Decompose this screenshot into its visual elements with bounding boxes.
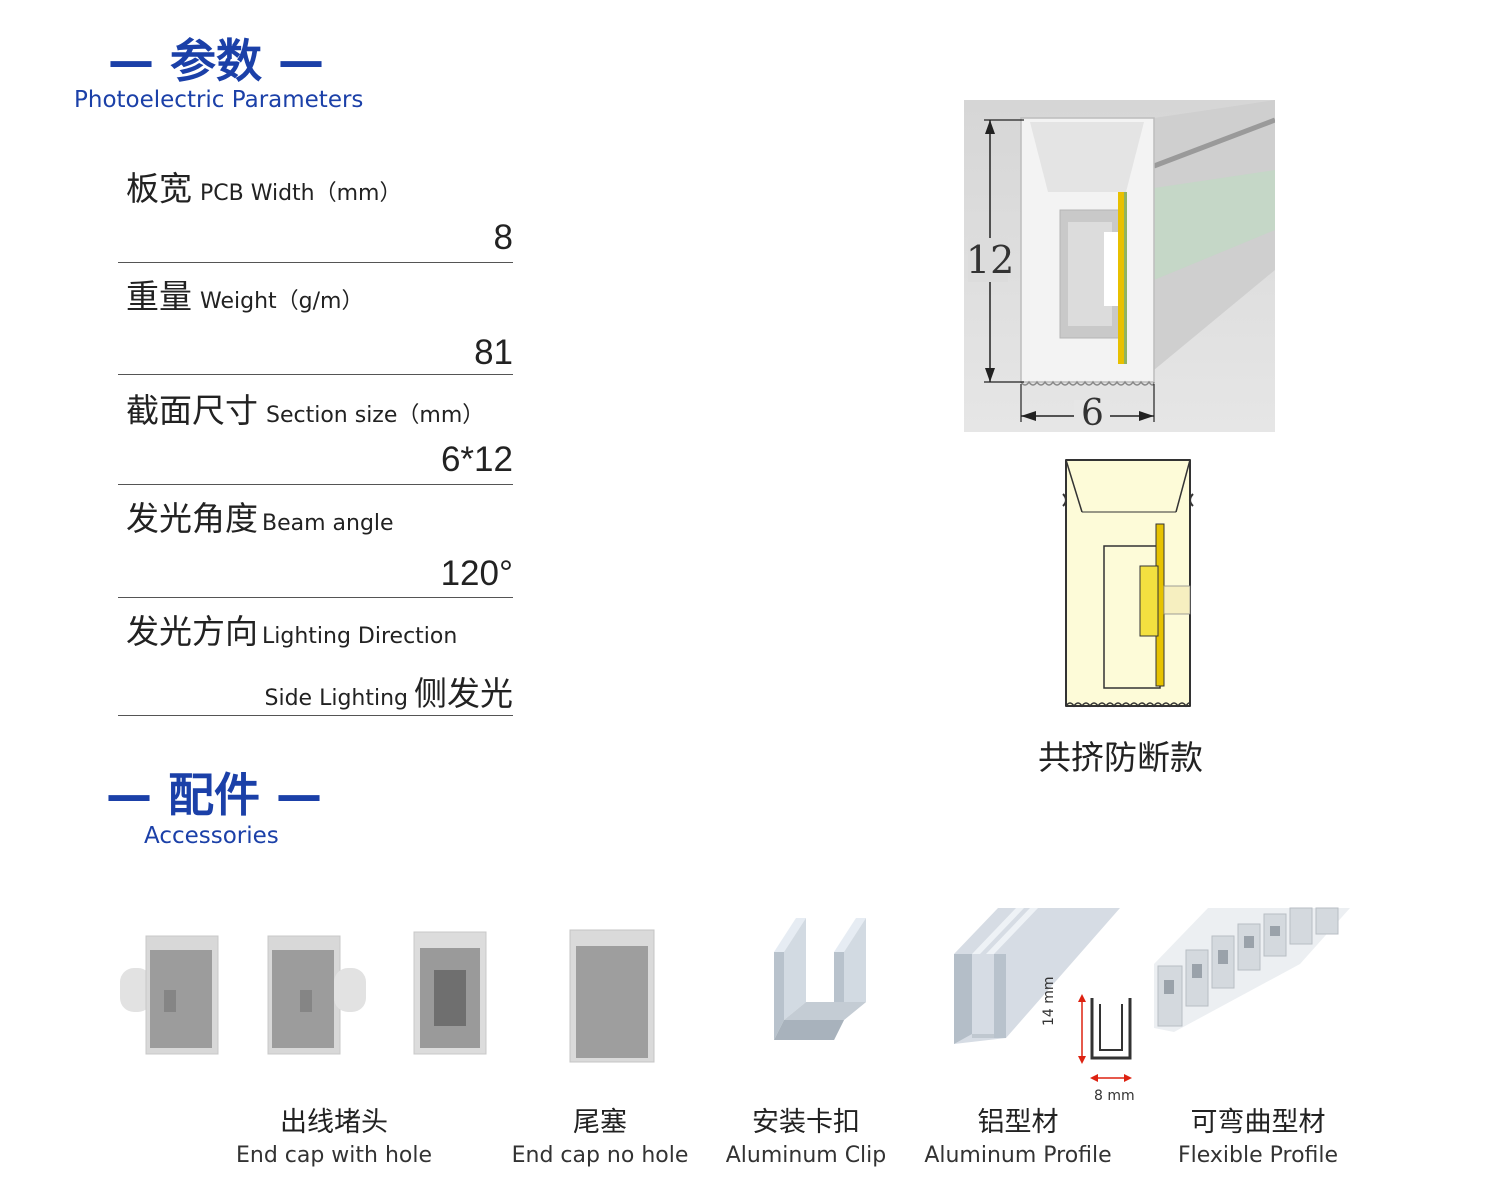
height-dimension-label: 12 bbox=[966, 238, 1015, 282]
accessory-label-en: End cap no hole bbox=[511, 1143, 689, 1168]
accessory-aluminum-profile: 铝型材 Aluminum Profile bbox=[908, 1100, 1128, 1168]
accessory-label-cn: 安装卡扣 bbox=[752, 1107, 860, 1138]
accessory-label-en: Aluminum Profile bbox=[924, 1143, 1112, 1168]
aluminum-profile-image bbox=[954, 908, 1132, 1082]
cross-section-diagram bbox=[1062, 459, 1194, 708]
profile-width-label: 8 mm bbox=[1094, 1088, 1135, 1104]
param-label-en: Beam angle bbox=[262, 511, 394, 536]
flexible-profile-image bbox=[1154, 907, 1350, 1032]
aluminum-clip-image bbox=[774, 918, 866, 1040]
param-value-cn: 侧发光 bbox=[414, 674, 513, 713]
accessory-end-cap-no-hole: 尾塞 End cap no hole bbox=[490, 1100, 710, 1168]
accessories-section-title: — 配件 — bbox=[106, 768, 323, 822]
accessory-label-en: End cap with hole bbox=[235, 1143, 433, 1168]
param-section-size: 截面尺寸 Section size（mm） 6*12 bbox=[118, 374, 513, 485]
param-label-cn: 发光角度 bbox=[126, 499, 258, 538]
accessory-label-cn: 出线堵头 bbox=[280, 1107, 388, 1138]
param-value: 8 bbox=[493, 218, 513, 257]
parameters-section-subtitle: Photoelectric Parameters bbox=[74, 87, 364, 113]
parameters-section-title: — 参数 — bbox=[108, 34, 325, 88]
profile-height-label: 14 mm bbox=[1041, 976, 1057, 1026]
param-label-en: PCB Width（mm） bbox=[200, 181, 402, 206]
accessory-label-cn: 铝型材 bbox=[977, 1107, 1059, 1138]
param-value: 81 bbox=[474, 333, 513, 372]
param-label-cn: 板宽 bbox=[126, 169, 192, 208]
end-cap-no-hole-image bbox=[569, 929, 655, 1063]
param-pcb-width: 板宽 PCB Width（mm） 8 bbox=[118, 150, 513, 263]
accessory-label-cn: 尾塞 bbox=[573, 1107, 627, 1138]
param-value: 120° bbox=[440, 554, 513, 593]
param-label-cn: 发光方向 bbox=[126, 612, 258, 651]
accessory-label-cn: 可弯曲型材 bbox=[1190, 1107, 1326, 1138]
accessory-label-en: Aluminum Clip bbox=[725, 1143, 887, 1168]
param-value-en: Side Lighting bbox=[264, 686, 409, 711]
param-label-en: Weight（g/m） bbox=[200, 289, 364, 314]
section-3d-render bbox=[964, 100, 1275, 432]
end-cap-with-hole-image bbox=[120, 931, 487, 1055]
width-dimension-label: 6 bbox=[1081, 393, 1104, 434]
param-label-cn: 截面尺寸 bbox=[126, 391, 258, 430]
param-label-en: Lighting Direction bbox=[262, 624, 458, 649]
accessories-section-subtitle: Accessories bbox=[144, 823, 279, 849]
accessory-flexible-profile: 可弯曲型材 Flexible Profile bbox=[1148, 1100, 1368, 1168]
accessory-end-cap-with-hole: 出线堵头 End cap with hole bbox=[214, 1100, 454, 1168]
accessory-label-en: Flexible Profile bbox=[1177, 1143, 1339, 1168]
param-value: 6*12 bbox=[440, 440, 513, 479]
accessory-aluminum-clip: 安装卡扣 Aluminum Clip bbox=[708, 1100, 904, 1168]
param-weight: 重量 Weight（g/m） 81 bbox=[118, 262, 513, 375]
param-label-en: Section size（mm） bbox=[266, 403, 485, 428]
param-label-cn: 重量 bbox=[126, 277, 192, 316]
diagram-caption: 共挤防断款 bbox=[1038, 738, 1203, 777]
